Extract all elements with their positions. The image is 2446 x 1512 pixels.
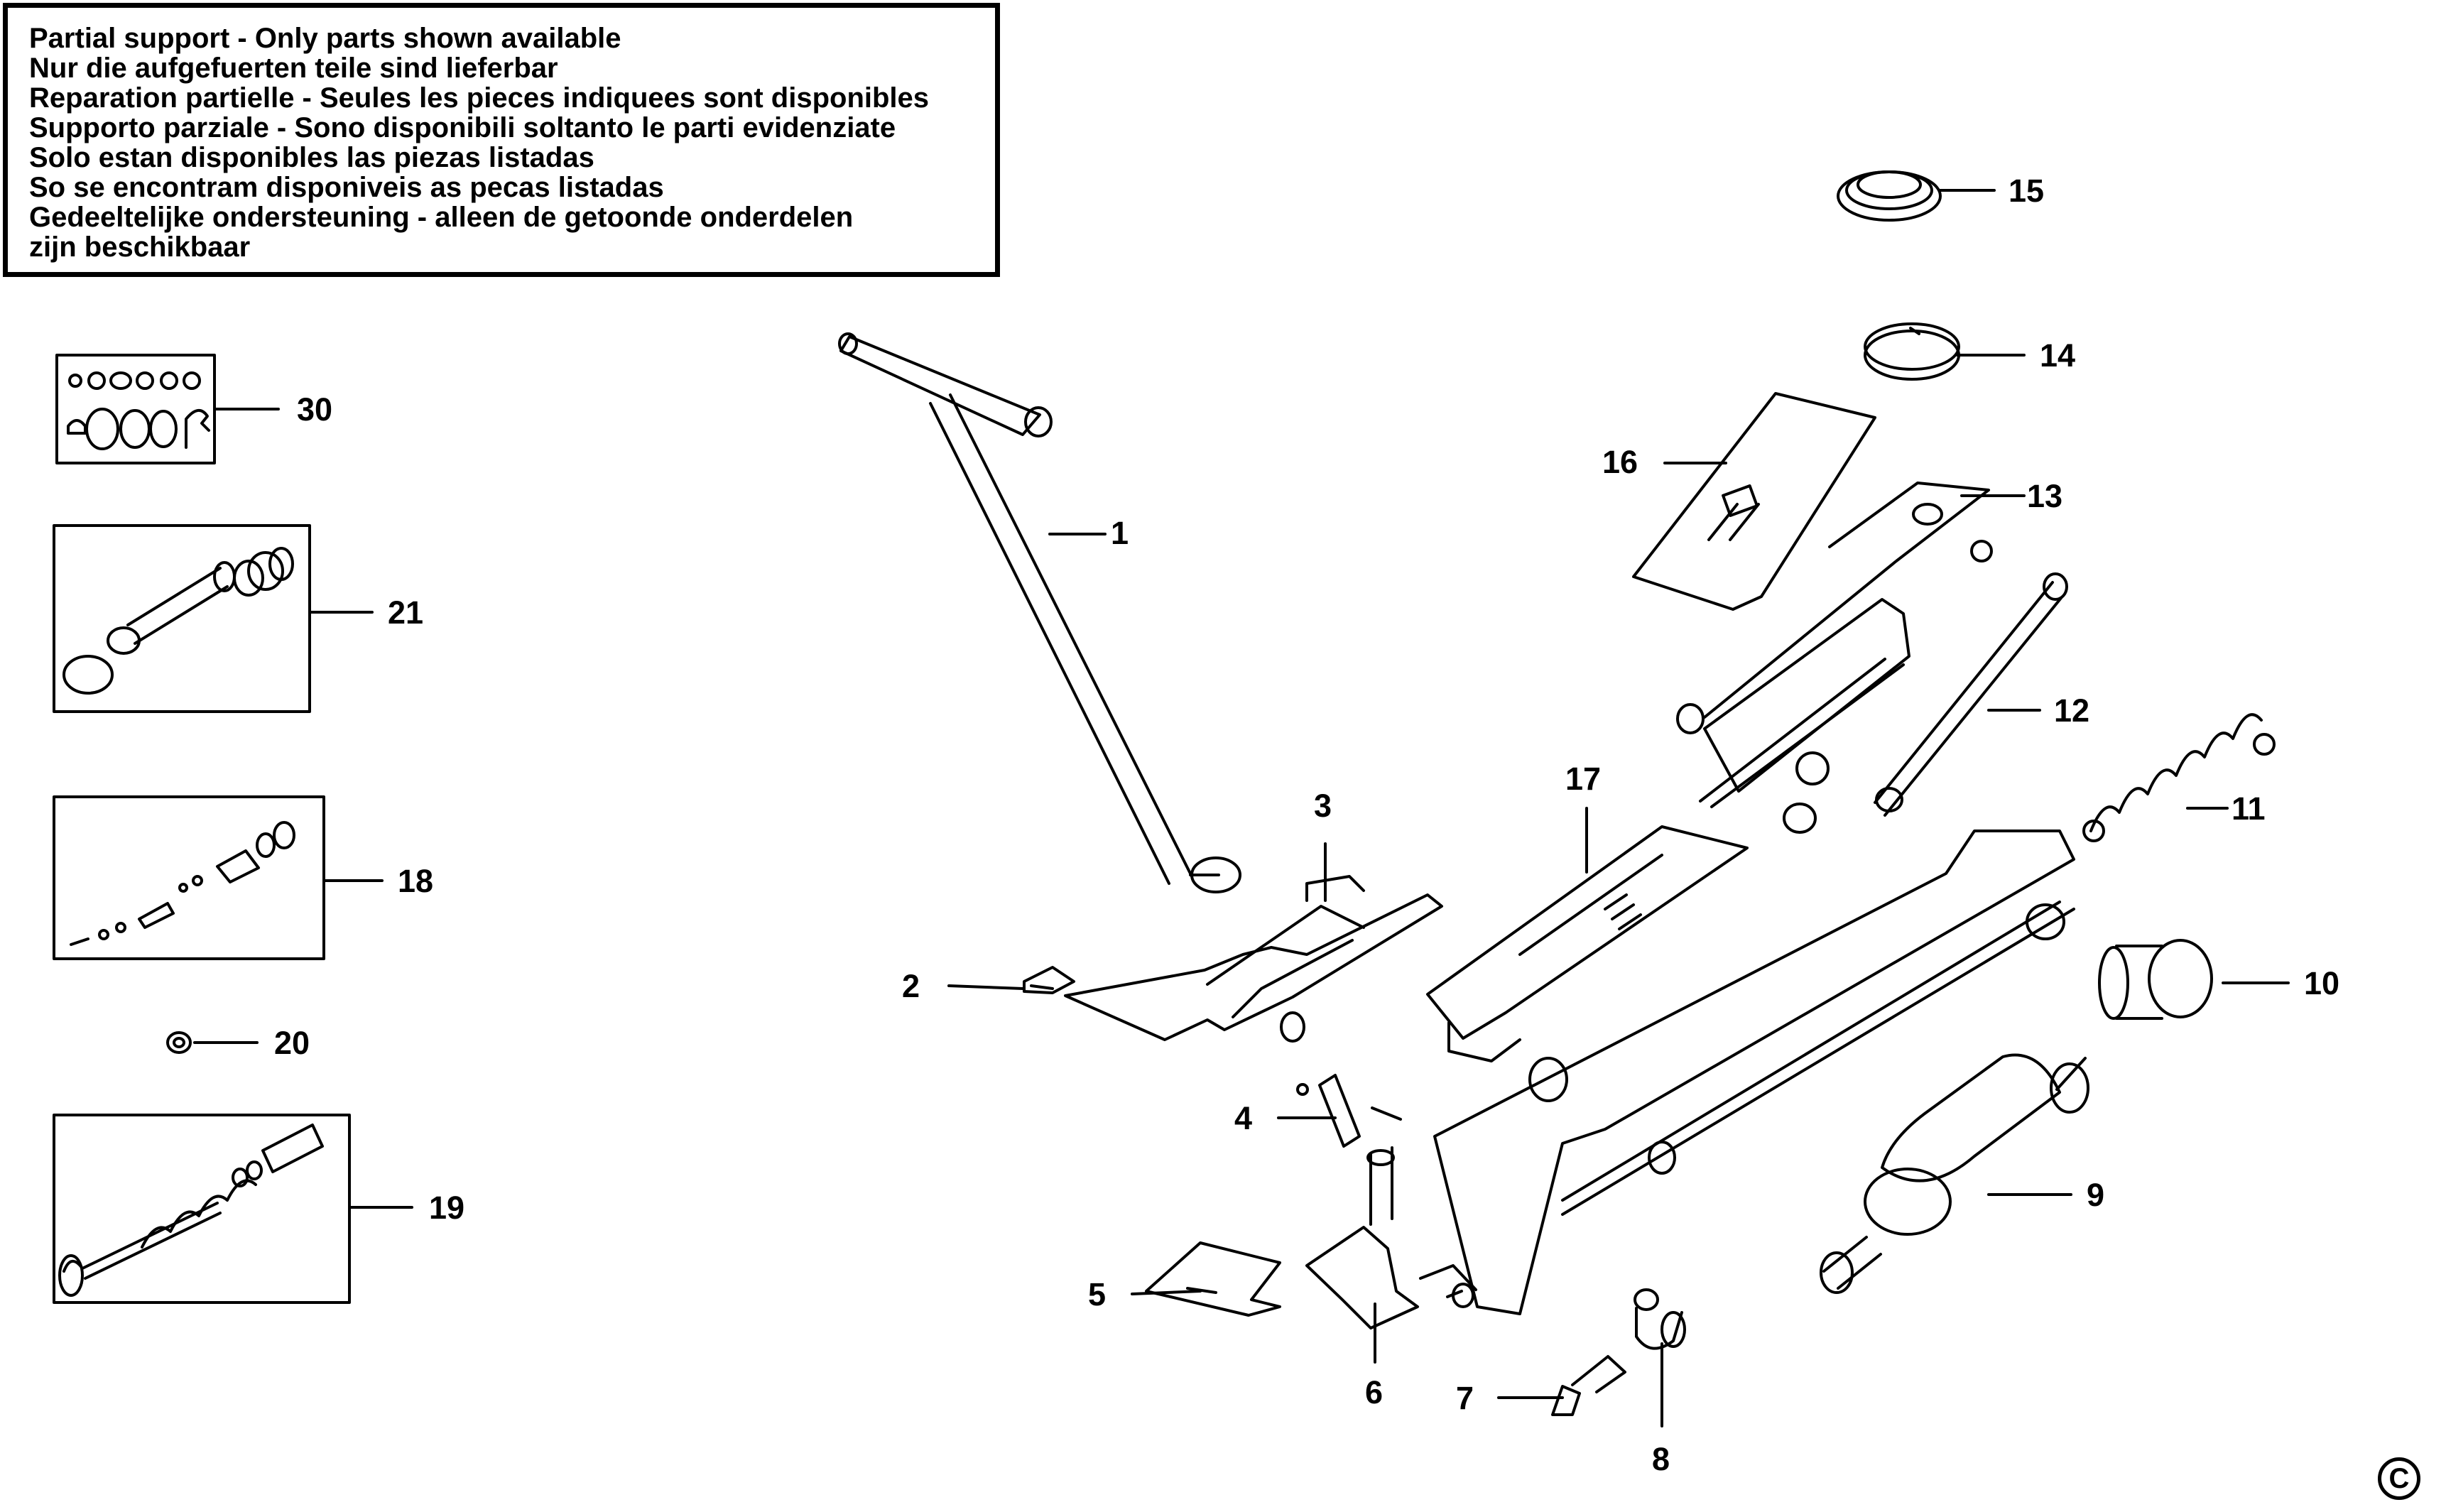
notice-line-pt: So se encontram disponiveis as pecas lis… bbox=[29, 172, 664, 203]
part-11-spring bbox=[2082, 713, 2276, 842]
callout-12: 12 bbox=[2054, 692, 2090, 729]
callout-30: 30 bbox=[297, 391, 333, 428]
part-4-pins bbox=[1296, 1074, 1402, 1148]
callout-16: 16 bbox=[1602, 444, 1638, 480]
callout-6: 6 bbox=[1365, 1374, 1384, 1410]
copyright-symbol: C bbox=[2378, 1457, 2420, 1500]
kit-box-21 bbox=[53, 524, 311, 713]
part-6-bracket bbox=[1305, 1146, 1477, 1329]
part-14-saddle bbox=[1864, 322, 1960, 381]
part-16-cover bbox=[1632, 392, 1876, 611]
callout-8: 8 bbox=[1652, 1441, 1670, 1477]
part-9-cylinder bbox=[1820, 1053, 2089, 1294]
part-5-pedal bbox=[1145, 1241, 1281, 1317]
leader-5 bbox=[1131, 1290, 1202, 1295]
callout-19: 19 bbox=[429, 1190, 465, 1226]
part-17-frame bbox=[1426, 825, 2075, 1315]
notice-line-de: Nur die aufgefuerten teile sind lieferba… bbox=[29, 53, 558, 84]
callout-14: 14 bbox=[2040, 337, 2076, 374]
notice-line-nl: Gedeeltelijke ondersteuning - alleen de … bbox=[29, 202, 854, 233]
part-13-arm bbox=[1676, 482, 1993, 834]
callout-4: 4 bbox=[1234, 1100, 1253, 1136]
callout-13: 13 bbox=[2027, 478, 2063, 514]
notice-line-es: Solo estan disponibles las piezas listad… bbox=[29, 142, 594, 173]
part-1-handle bbox=[838, 332, 1241, 893]
part-7-clip bbox=[1551, 1355, 1626, 1416]
callout-1: 1 bbox=[1111, 515, 1129, 551]
notice-line-en: Partial support - Only parts shown avail… bbox=[29, 23, 621, 54]
part-3-socket bbox=[1064, 875, 1443, 1043]
partial-support-notice: Partial support - Only parts shown avail… bbox=[3, 3, 1000, 277]
kit-box-30 bbox=[55, 354, 216, 464]
part-2-clip bbox=[1023, 966, 1075, 994]
notice-line-fr: Reparation partielle - Seules les pieces… bbox=[29, 82, 930, 114]
callout-5: 5 bbox=[1088, 1276, 1107, 1312]
callout-21: 21 bbox=[388, 594, 424, 631]
notice-line-it: Supporto parziale - Sono disponibili sol… bbox=[29, 112, 896, 143]
notice-line-nl-2: zijn beschikbaar bbox=[29, 232, 251, 263]
part-10-wheel bbox=[2098, 939, 2213, 1020]
callout-20: 20 bbox=[274, 1025, 310, 1061]
callout-15: 15 bbox=[2009, 173, 2045, 209]
kit-box-18 bbox=[53, 795, 325, 960]
callout-2: 2 bbox=[902, 968, 920, 1004]
part-20 bbox=[166, 1031, 192, 1054]
kit-box-19 bbox=[53, 1114, 351, 1304]
part-8-valve bbox=[1634, 1288, 1686, 1350]
callout-11: 11 bbox=[2232, 790, 2266, 827]
part-12-link bbox=[1874, 572, 2068, 817]
callout-17: 17 bbox=[1565, 761, 1602, 797]
callout-7: 7 bbox=[1456, 1380, 1474, 1416]
callout-10: 10 bbox=[2304, 965, 2340, 1001]
callout-18: 18 bbox=[398, 863, 434, 899]
leader-lines bbox=[193, 189, 2290, 1427]
leader-2 bbox=[947, 984, 1024, 990]
callout-9: 9 bbox=[2087, 1177, 2105, 1213]
part-15-pad bbox=[1837, 170, 1942, 222]
callout-3: 3 bbox=[1314, 788, 1332, 824]
